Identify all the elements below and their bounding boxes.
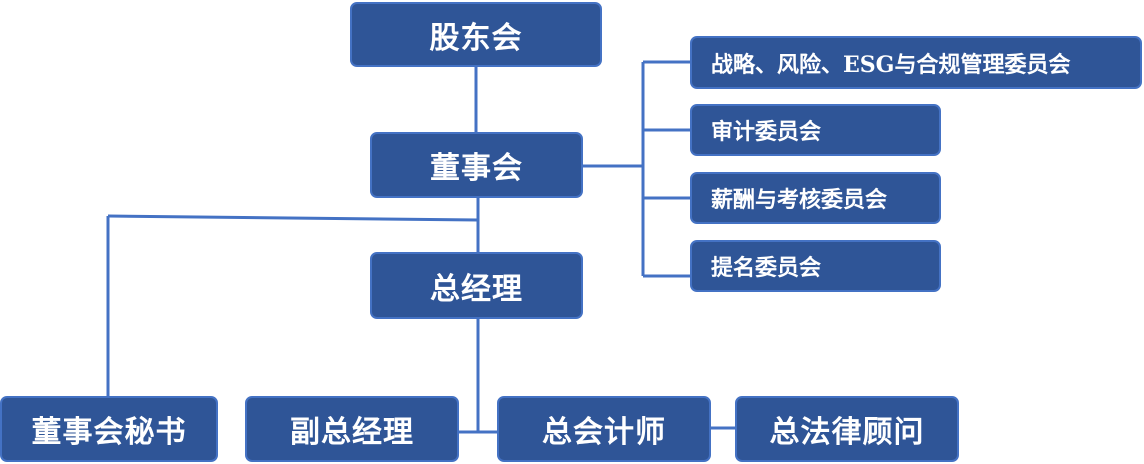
board-box: 董事会 [370, 132, 583, 198]
committee-strategy-risk-esg: 战略、风险、ESG与合规管理委员会 [690, 36, 1142, 89]
committee-nomination: 提名委员会 [690, 240, 941, 292]
shareholders-box: 股东会 [350, 2, 602, 67]
general-manager-box: 总经理 [370, 252, 583, 319]
committee-compensation: 薪酬与考核委员会 [690, 172, 941, 224]
committee-audit: 审计委员会 [690, 104, 941, 156]
deputy-gm-box: 副总经理 [245, 396, 459, 462]
chief-accountant-box: 总会计师 [497, 396, 711, 462]
board-secretary-box: 董事会秘书 [0, 396, 218, 462]
general-counsel-box: 总法律顾问 [735, 396, 959, 462]
connector-secretary-branch [107, 214, 479, 222]
